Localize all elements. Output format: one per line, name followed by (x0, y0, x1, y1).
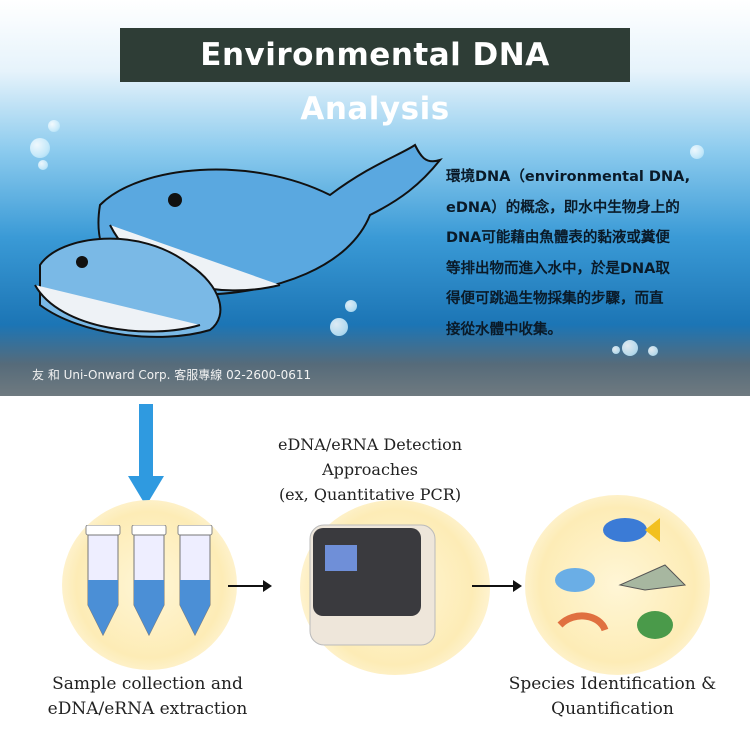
description-line: 得便可跳過生物採集的步驟，而直 (446, 291, 664, 307)
bubble (345, 300, 357, 312)
detection-line: eDNA/eRNA Detection (277, 435, 463, 454)
down-arrow-icon (128, 404, 164, 506)
bubble (30, 138, 50, 158)
arrow-right-icon (228, 580, 272, 592)
step1-line: Sample collection and (52, 674, 243, 694)
step3-line: Species Identification & (508, 674, 717, 694)
bubble (330, 318, 348, 336)
qpcr-machine-icon (309, 524, 436, 646)
description-line: eDNA）的概念，即水中生物身上的 (446, 199, 680, 216)
bubble (622, 340, 638, 356)
bubble (38, 160, 48, 170)
species-icon (555, 518, 687, 639)
step3-label: Species Identification & Quantification (490, 672, 735, 722)
description: 環境DNA（environmental DNA, eDNA）的概念，即水中生物身… (446, 162, 736, 345)
description-line: DNA可能藉由魚體表的黏液或糞便 (446, 230, 670, 246)
description-line: 環境DNA（environmental DNA, (446, 169, 691, 185)
whales-illustration (34, 143, 443, 338)
detection-label: eDNA/eRNA Detection Approaches (ex, Quan… (230, 432, 510, 507)
bubble (690, 145, 704, 159)
sample-tubes-icon (85, 525, 213, 637)
bubble (48, 120, 60, 132)
detection-line: Approaches (322, 460, 418, 479)
step1-label: Sample collection and eDNA/eRNA extracti… (20, 672, 275, 722)
bubble (612, 346, 620, 354)
description-line: 等排出物而進入水中，於是DNA取 (446, 260, 670, 277)
arrow-right-icon (472, 580, 522, 592)
detection-line: (ex, Quantitative PCR) (278, 485, 462, 504)
bubble (648, 346, 658, 356)
company-contact: 友 和 Uni-Onward Corp. 客服專線 02-2600-0611 (32, 368, 312, 382)
description-line: 接從水體中收集。 (446, 321, 562, 338)
page-title: Environmental DNA Analysis (120, 28, 630, 127)
step3-line: Quantification (551, 699, 674, 719)
step1-line: eDNA/eRNA extraction (47, 699, 248, 719)
